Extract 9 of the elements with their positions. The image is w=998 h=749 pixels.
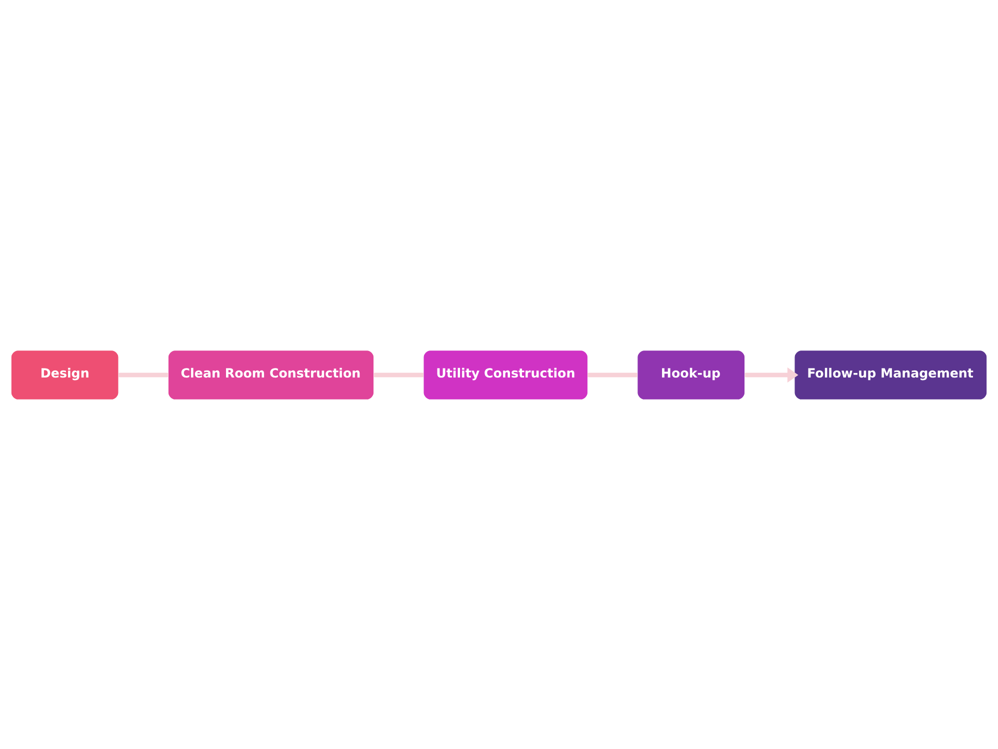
node-box: Clean Room Construction <box>168 350 374 400</box>
connector <box>588 372 638 377</box>
node-box: Hook-up <box>637 350 746 400</box>
connector <box>374 372 424 377</box>
arrow <box>744 366 798 382</box>
node-box: Follow-up Management <box>794 350 988 400</box>
node-box: Utility Construction <box>423 350 588 400</box>
node-box: Design <box>10 350 119 400</box>
connector <box>118 372 168 377</box>
